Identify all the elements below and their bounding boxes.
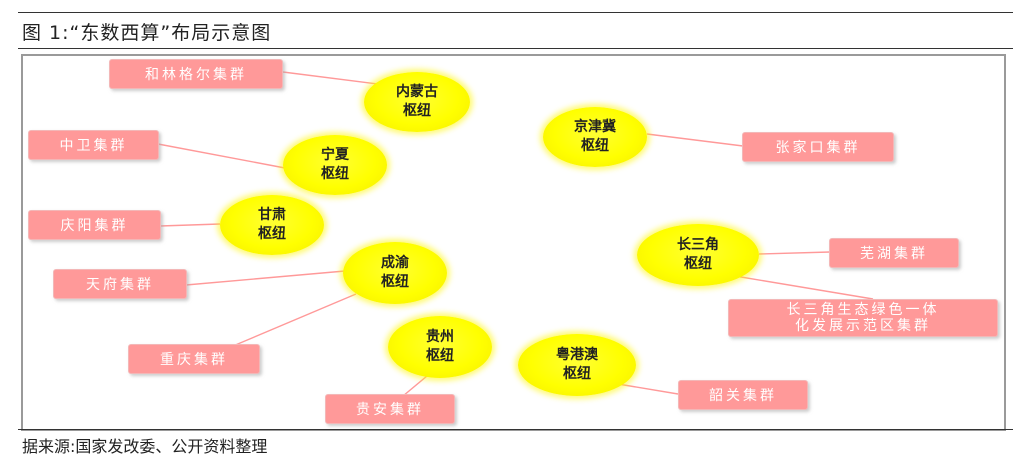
cluster-changsanjiao-demo-zone: 长三角生态绿色一体 化发展示范区集群 (728, 299, 998, 337)
hub-changsanjiao-suffix: 枢纽 (684, 256, 712, 272)
connector-lines (157, 71, 874, 397)
hub-chengyu: 成渝 枢纽 (343, 242, 447, 304)
connector-qingyang (159, 223, 221, 227)
connector-shaoguan (617, 383, 679, 395)
figure-title: 图 1:“东数西算”布局示意图 (22, 22, 272, 44)
connector-tianfu (185, 270, 346, 286)
cluster-tianfu: 天府集群 (53, 269, 187, 299)
cluster-guian: 贵安集群 (325, 394, 455, 424)
cluster-zhangjiakou: 张家口集群 (742, 132, 894, 162)
hub-chengyu-name: 成渝 (381, 255, 409, 271)
top-rule (18, 12, 1013, 13)
hub-guizhou: 贵州 枢纽 (388, 316, 492, 378)
hub-yuegangao-name: 粤港澳 (556, 347, 598, 363)
hub-ningxia-name: 宁夏 (321, 147, 349, 163)
hub-changsanjiao: 长三角 枢纽 (637, 224, 759, 286)
hub-gansu-suffix: 枢纽 (258, 226, 286, 242)
cluster-chongqing: 重庆集群 (128, 344, 260, 374)
connector-guian (402, 375, 428, 397)
hub-neimenggu-name: 内蒙古 (396, 84, 438, 100)
hub-yuegangao: 粤港澳 枢纽 (518, 334, 636, 396)
hub-ningxia-suffix: 枢纽 (321, 166, 349, 182)
connector-chongqing (232, 293, 357, 347)
hub-ningxia: 宁夏 枢纽 (283, 135, 387, 195)
cluster-wuhu: 芜湖集群 (829, 238, 959, 268)
connector-zhangjiakou (646, 133, 744, 147)
cluster-qingyang: 庆阳集群 (28, 210, 161, 240)
diagram-frame: 内蒙古 枢纽 京津冀 枢纽 宁夏 枢纽 甘肃 枢纽 成渝 枢纽 长三角 枢纽 贵… (21, 54, 1006, 431)
cluster-shaoguan: 韶关集群 (678, 380, 808, 410)
connector-wuhu (758, 251, 831, 255)
bottom-rule (18, 429, 1013, 430)
cluster-changsanjiao-demo-line1: 长三角生态绿色一体 (786, 302, 940, 318)
hub-changsanjiao-name: 长三角 (677, 237, 719, 253)
hub-jingjinji-suffix: 枢纽 (581, 138, 609, 154)
hub-jingjinji-name: 京津冀 (574, 119, 616, 135)
cluster-helinge: 和林格尔集群 (109, 59, 283, 89)
cluster-changsanjiao-demo-line2: 化发展示范区集群 (795, 318, 931, 334)
hub-jingjinji: 京津冀 枢纽 (543, 107, 647, 167)
hub-neimenggu: 内蒙古 枢纽 (364, 72, 470, 132)
hub-guizhou-name: 贵州 (426, 329, 454, 345)
connector-csj-demo (734, 275, 874, 300)
cluster-zhongwei: 中卫集群 (28, 130, 159, 160)
connector-zhongwei (157, 143, 286, 169)
hub-gansu-name: 甘肃 (258, 207, 286, 223)
hub-yuegangao-suffix: 枢纽 (563, 366, 591, 382)
hub-gansu: 甘肃 枢纽 (220, 195, 324, 255)
figure-source: 据来源:国家发改委、公开资料整理 (22, 437, 268, 456)
hub-chengyu-suffix: 枢纽 (381, 274, 409, 290)
hub-guizhou-suffix: 枢纽 (426, 348, 454, 364)
title-rule (18, 48, 1013, 49)
hub-neimenggu-suffix: 枢纽 (403, 103, 431, 119)
